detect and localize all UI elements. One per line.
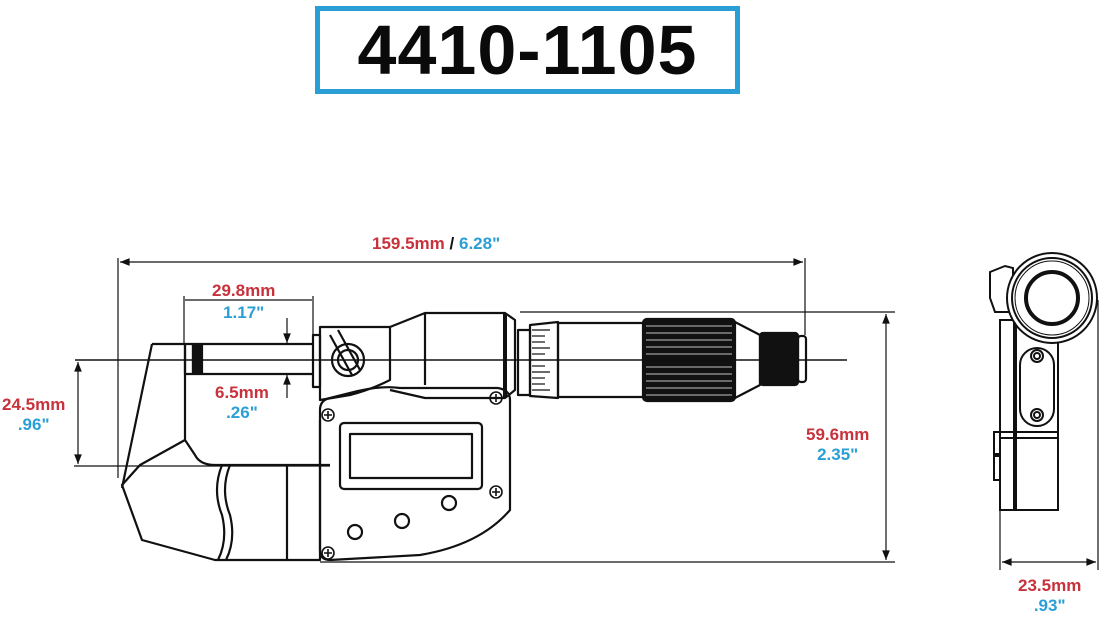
frame-outline <box>120 342 322 562</box>
lcd-frame <box>338 421 484 491</box>
throat-depth-dimension: 24.5mm .96" <box>2 395 66 434</box>
spindle-travel-dimension: 29.8mm 1.17" <box>212 281 276 322</box>
part-number: 4410-1105 <box>357 11 698 89</box>
dimension-lines <box>74 258 1099 570</box>
overall-length-mm: 159.5mm <box>372 234 445 253</box>
front-view <box>75 311 847 562</box>
overall-length-inch: 6.28" <box>458 234 501 253</box>
spindle-diameter-dimension: 6.5mm .26" <box>215 383 269 422</box>
display-housing <box>318 386 512 562</box>
overall-height-dimension: 59.6mm 2.35" <box>806 425 870 464</box>
side-view <box>989 252 1098 511</box>
part-number-box: 4410-1105 <box>315 6 740 94</box>
lcd-screen <box>348 432 474 480</box>
overall-length-dimension: 159.5mm / 6.28" <box>372 234 501 253</box>
width-dimension: 23.5mm .93" <box>1018 576 1082 615</box>
